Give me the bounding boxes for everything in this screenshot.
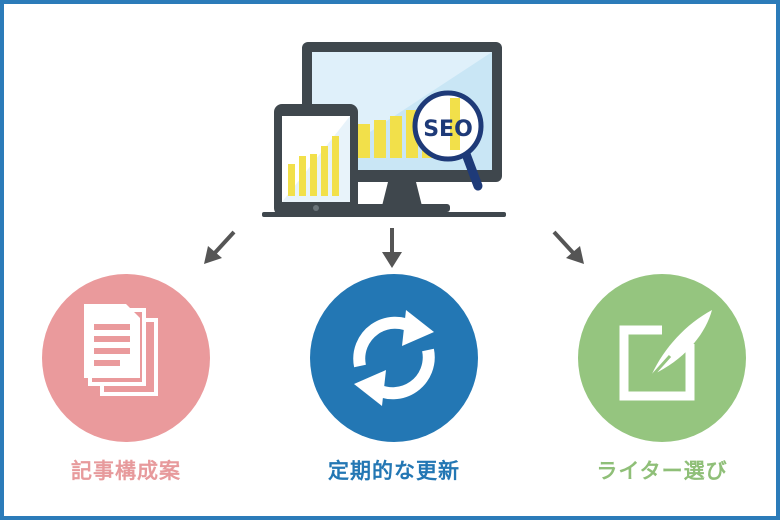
article-structure-label: 記事構成案	[71, 459, 181, 483]
magnifier-seo-text: SEO	[423, 117, 473, 142]
pen-edit-icon	[619, 310, 712, 401]
magnifier-icon: SEO	[412, 90, 484, 191]
arrow-down-icon	[382, 228, 402, 268]
devices-seo-illustration: SEO	[254, 36, 524, 226]
periodic-update-circle	[310, 274, 478, 442]
arrow-left-icon	[204, 230, 236, 264]
article-structure-circle	[42, 274, 210, 442]
document-stack-icon	[84, 304, 158, 396]
refresh-cycle-icon	[353, 310, 435, 406]
writer-selection-label: ライター選び	[596, 459, 728, 483]
arrow-right-icon	[552, 230, 584, 264]
tablet-icon	[274, 104, 358, 216]
writer-selection-circle	[578, 274, 746, 442]
periodic-update-label: 定期的な更新	[328, 459, 460, 483]
